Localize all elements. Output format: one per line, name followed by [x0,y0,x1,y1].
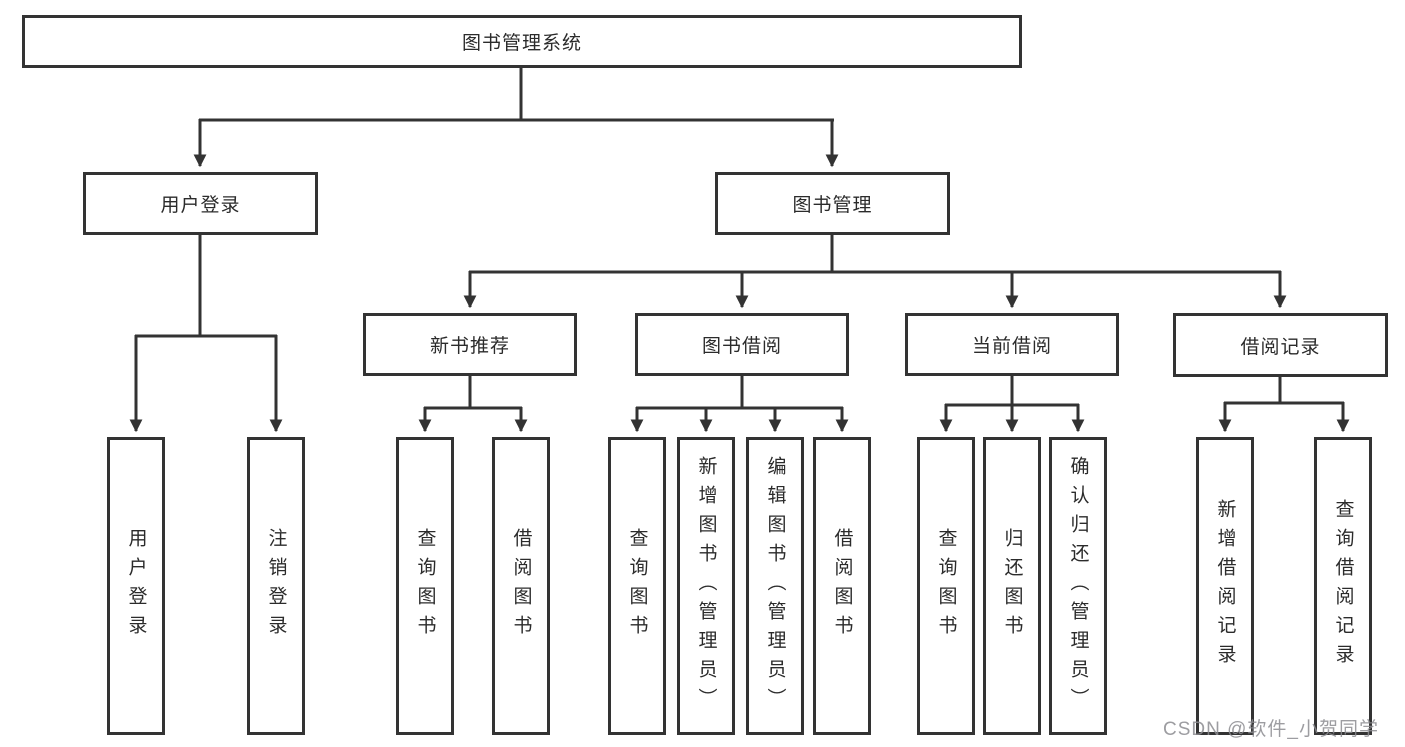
leaf-logout-label: 注销登录 [265,528,287,644]
leaf-edit-books-admin-label: 编辑图书（管理员） [764,455,786,717]
node-user-login-label: 用户登录 [160,195,241,216]
leaf-return-books: 归还图书 [983,437,1041,735]
leaf-add-borrow-record-label: 新增借阅记录 [1214,499,1236,673]
node-current-borrow-label: 当前借阅 [971,336,1052,357]
node-new-book-recommend-label: 新书推荐 [429,336,510,357]
leaf-borrow-books-1-label: 借阅图书 [510,528,532,644]
leaf-confirm-return-admin: 确认归还（管理员） [1049,437,1107,735]
node-root-system: 图书管理系统 [22,15,1022,68]
node-book-management-label: 图书管理 [792,195,873,216]
leaf-return-books-label: 归还图书 [1001,528,1023,644]
leaf-edit-books-admin: 编辑图书（管理员） [746,437,804,735]
leaf-query-borrow-record: 查询借阅记录 [1314,437,1372,735]
node-book-borrow: 图书借阅 [635,313,849,376]
leaf-confirm-return-admin-label: 确认归还（管理员） [1067,455,1089,717]
leaf-query-books-3-label: 查询图书 [935,528,957,644]
leaf-add-books-admin-label: 新增图书（管理员） [695,455,717,717]
leaf-query-books-2: 查询图书 [608,437,666,735]
leaf-user-login-label: 用户登录 [125,528,147,644]
csdn-watermark: CSDN @软件_小贺同学 [1163,719,1379,740]
leaf-query-books-2-label: 查询图书 [626,528,648,644]
leaf-query-borrow-record-label: 查询借阅记录 [1332,499,1354,673]
node-new-book-recommend: 新书推荐 [363,313,577,376]
node-current-borrow: 当前借阅 [905,313,1119,376]
leaf-user-login: 用户登录 [107,437,165,735]
node-user-login: 用户登录 [83,172,318,235]
leaf-add-borrow-record: 新增借阅记录 [1196,437,1254,735]
leaf-query-books-1: 查询图书 [396,437,454,735]
node-root-label: 图书管理系统 [461,33,582,54]
leaf-borrow-books-1: 借阅图书 [492,437,550,735]
leaf-query-books-3: 查询图书 [917,437,975,735]
leaf-borrow-books-2: 借阅图书 [813,437,871,735]
leaf-add-books-admin: 新增图书（管理员） [677,437,735,735]
node-borrow-records: 借阅记录 [1173,313,1388,377]
leaf-borrow-books-2-label: 借阅图书 [831,528,853,644]
leaf-logout: 注销登录 [247,437,305,735]
node-book-management: 图书管理 [715,172,950,235]
node-borrow-records-label: 借阅记录 [1240,336,1321,358]
leaf-query-books-1-label: 查询图书 [414,528,436,644]
node-book-borrow-label: 图书借阅 [701,336,782,357]
